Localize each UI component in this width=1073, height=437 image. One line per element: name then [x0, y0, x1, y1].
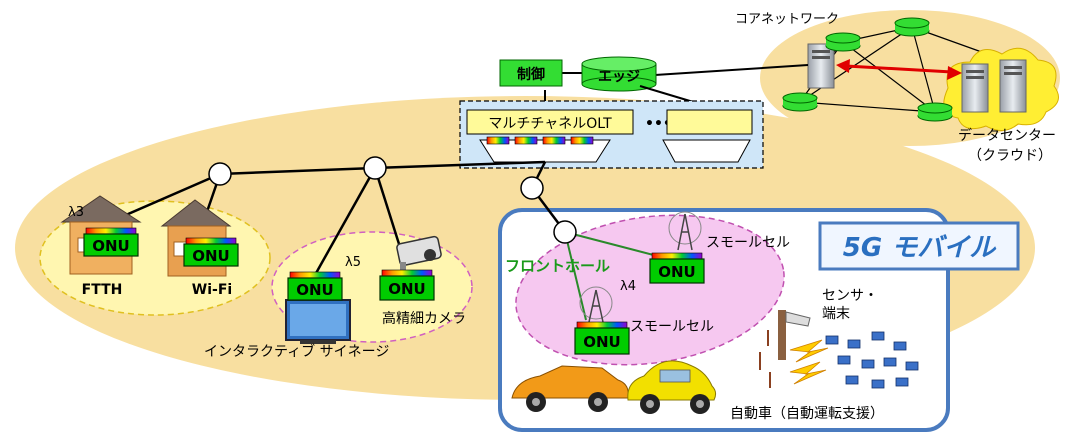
lambda-5: λ5: [345, 255, 361, 270]
antenna-icon-2: [579, 286, 613, 323]
sensor-terminals: [825, 331, 919, 389]
control-label: 制御: [517, 66, 545, 83]
onu-wifi: [183, 237, 239, 267]
onu-label-camera: ONU: [388, 280, 426, 298]
sensor-posts: [759, 330, 771, 388]
dc-server-2: [999, 59, 1027, 113]
mobile-title-box: [818, 221, 1020, 271]
car-label: 自動車（自動運転支援）: [730, 405, 884, 422]
core-router-disks: [782, 17, 953, 122]
fronthaul-label: フロントホール: [505, 257, 610, 275]
olt-channel-blocks: [486, 136, 594, 145]
control-box: [499, 59, 563, 87]
sensor-label-line1: センサ・: [822, 288, 878, 304]
onu-label-wifi: ONU: [192, 247, 230, 265]
camera-label: 高精細カメラ: [382, 310, 466, 327]
dc-label-line2: （クラウド）: [968, 148, 1052, 164]
fronthaul-links: [564, 231, 666, 321]
onu-label-ftth: ONU: [92, 237, 130, 255]
camera-icon: [396, 235, 442, 272]
olt-label: マルチチャネルOLT: [488, 116, 612, 132]
olt-box: [466, 109, 634, 135]
olt-box-2: [666, 109, 753, 135]
core-dc-link-arrow: [836, 59, 962, 80]
lambda-4: λ4: [620, 279, 636, 294]
olt-ellipsis: •••: [645, 116, 672, 132]
signage-label: インタラクティブ サイネージ: [204, 343, 389, 360]
onu-small-cell-2: [574, 321, 630, 355]
small-cell-label-2: スモールセル: [630, 319, 714, 335]
onu-ftth: [83, 227, 139, 257]
onu-label-signage: ONU: [296, 281, 334, 299]
sensor-label-line2: 端末: [822, 306, 850, 322]
core-network-title: コアネットワーク: [735, 12, 839, 27]
wifi-label: Wi-Fi: [192, 282, 232, 298]
antenna-icon-1: [668, 211, 702, 251]
signage-screen-icon: [285, 299, 351, 344]
lambda-3: λ3: [68, 205, 84, 220]
splitter-nodes: [208, 156, 577, 244]
dc-label-line1: データセンター: [958, 127, 1056, 144]
car-icon-orange: [511, 365, 629, 412]
olt-tray-1: [479, 139, 611, 163]
edge-core-link: [654, 64, 809, 76]
edge-label: エッジ: [598, 69, 640, 85]
onu-label-small-cell-1: ONU: [658, 263, 696, 281]
wireless-signal-icon: [789, 339, 829, 385]
onu-camera: [379, 269, 435, 301]
core-server: [807, 43, 835, 89]
sensor-device-icon: [778, 310, 811, 360]
small-cell-label-1: スモールセル: [706, 235, 790, 251]
onu-signage: [287, 271, 343, 301]
onu-label-small-cell-2: ONU: [583, 333, 621, 351]
mobile-title: 5G モバイル: [843, 233, 997, 263]
edge-node: [581, 56, 657, 92]
ftth-label: FTTH: [82, 282, 123, 298]
olt-tray-2: [662, 139, 751, 163]
onu-small-cell-1: [649, 252, 705, 284]
car-icon-yellow: [627, 360, 717, 414]
dc-server-1: [961, 63, 989, 113]
